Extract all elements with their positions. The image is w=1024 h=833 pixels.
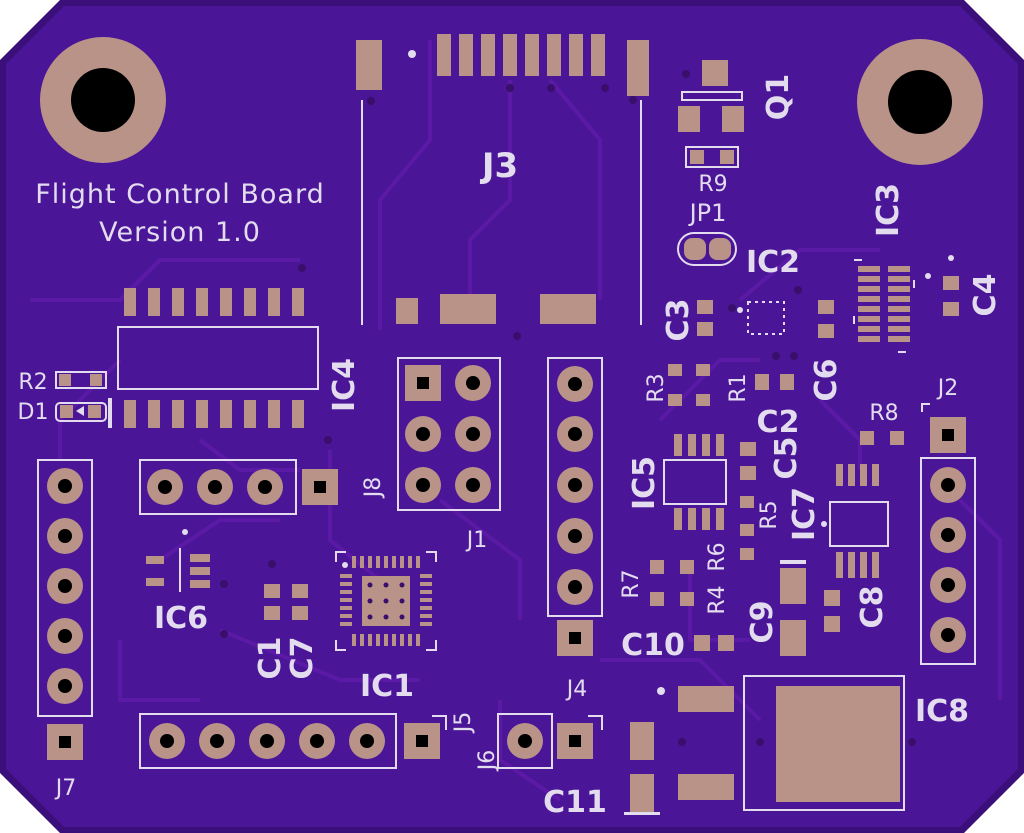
mounting-hole-right	[857, 39, 983, 165]
chip-ic2	[728, 286, 802, 360]
connector-j2	[920, 403, 976, 665]
label-c9: C9	[745, 601, 780, 644]
chip-ic5	[663, 434, 727, 530]
resistor-r7	[650, 560, 664, 606]
connector-j8	[139, 459, 338, 515]
label-r1: R1	[726, 373, 751, 402]
label-c3: C3	[661, 299, 696, 342]
label-c7: C7	[285, 637, 320, 680]
label-ic2: IC2	[746, 245, 800, 280]
label-j7: J7	[54, 776, 77, 801]
resistor-r3	[668, 364, 682, 406]
label-r7: R7	[619, 569, 644, 598]
capacitor-c2	[755, 374, 794, 390]
label-r4: R4	[705, 585, 730, 614]
resistor-r4	[680, 560, 694, 606]
capacitor-c10	[694, 635, 734, 651]
capacitor-c3	[697, 300, 713, 336]
transistor-q1	[678, 60, 744, 132]
resistor-r1	[696, 364, 710, 406]
chip-ic6	[146, 529, 228, 592]
label-ic6: IC6	[154, 601, 208, 636]
capacitor-c9	[780, 560, 806, 656]
label-r9: R9	[698, 172, 727, 197]
connector-j5	[139, 713, 447, 769]
label-j5: J5	[451, 712, 476, 735]
chip-ic4	[108, 264, 332, 444]
label-q1: Q1	[761, 74, 796, 120]
label-ic3: IC3	[871, 183, 906, 237]
label-c1: C1	[253, 637, 288, 680]
copper-traces	[30, 40, 1002, 802]
label-c6: C6	[809, 359, 844, 402]
label-ic8: IC8	[915, 694, 969, 729]
capacitor-c7	[220, 560, 308, 638]
connector-j6	[497, 713, 603, 769]
capacitor-c11	[624, 722, 660, 815]
label-j2: J2	[936, 376, 959, 401]
capacitor-c8	[824, 590, 840, 632]
label-c5: C5	[769, 437, 804, 480]
label-ic4: IC4	[327, 358, 362, 412]
label-jp1: JP1	[688, 199, 727, 227]
capacitor-c6	[818, 300, 834, 338]
label-r3: R3	[644, 373, 669, 402]
mounting-hole-left	[40, 37, 166, 163]
board-title-line1: Flight Control Board	[35, 179, 325, 210]
label-c10: C10	[621, 628, 685, 663]
label-c8: C8	[855, 586, 890, 629]
chip-ic1	[335, 551, 437, 651]
label-j8: J8	[361, 477, 386, 500]
connector-j7	[37, 459, 93, 760]
capacitor-c4	[943, 255, 959, 316]
chip-ic3	[853, 259, 931, 353]
connector-j4	[547, 357, 603, 656]
board-substrate	[6, 6, 1018, 827]
label-r5: R5	[757, 500, 782, 529]
resistor-r8	[860, 431, 904, 445]
label-r6: R6	[705, 542, 730, 571]
label-j1: J1	[465, 528, 488, 553]
label-d1: D1	[18, 400, 49, 425]
connector-j3-bottom-pads	[396, 294, 596, 340]
label-ic5: IC5	[627, 456, 662, 510]
led-d1	[55, 402, 107, 422]
resistor-r6	[740, 548, 754, 560]
label-j3: J3	[480, 146, 518, 186]
connector-j3	[356, 34, 649, 325]
label-ic7: IC7	[787, 487, 822, 541]
label-c11: C11	[543, 785, 607, 820]
chip-ic8	[657, 675, 916, 811]
label-ic1: IC1	[360, 669, 414, 704]
resistor-r2	[55, 371, 107, 389]
label-r8: R8	[869, 401, 898, 426]
resistor-r9	[685, 146, 739, 168]
board-title-line2: Version 1.0	[99, 217, 261, 248]
chip-ic7	[821, 464, 889, 578]
label-j4: J4	[565, 677, 588, 702]
label-j6: J6	[475, 750, 500, 773]
label-r2: R2	[18, 370, 47, 395]
label-c4: C4	[968, 274, 1003, 317]
resistor-r5	[740, 496, 754, 536]
jumper-jp1	[677, 232, 737, 266]
label-c2: C2	[757, 405, 800, 440]
connector-j1	[397, 357, 501, 511]
capacitor-c5	[740, 442, 756, 480]
capacitor-c1	[264, 584, 280, 620]
